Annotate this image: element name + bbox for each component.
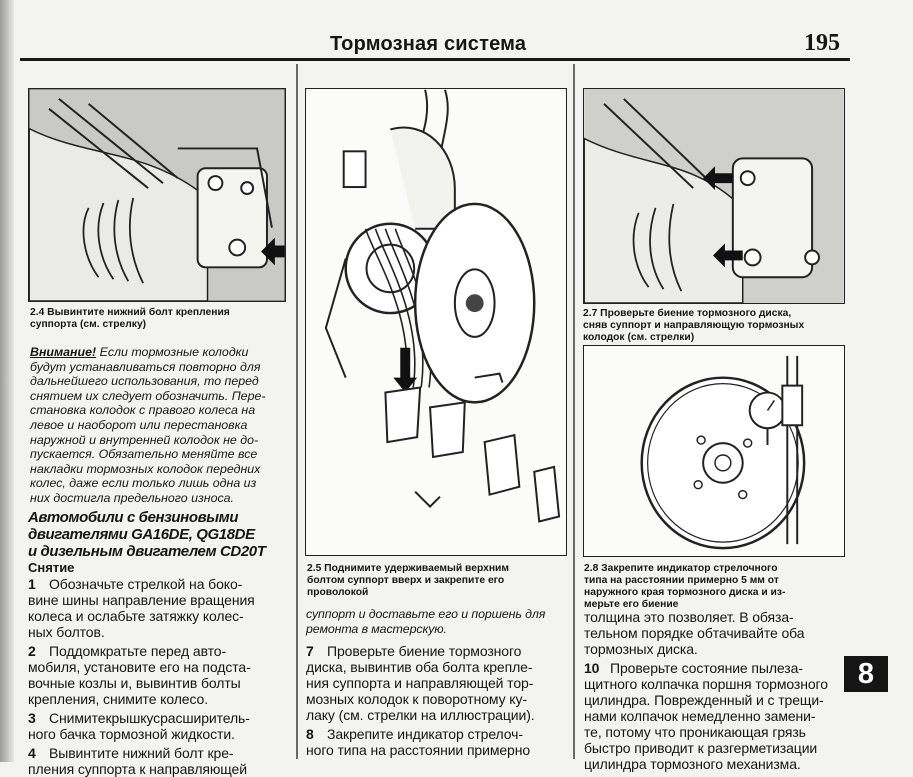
left-steps: 1 Обозначьте стрелкой на боко- вине шины …: [28, 576, 255, 777]
continuation-line: тельном порядке обтачивайте оба: [584, 625, 805, 641]
continuation-line: суппорт и доставьте его и поршень для: [306, 607, 546, 621]
step-text: Снимитекрышкусрасширитель-: [49, 710, 250, 726]
caption-line: типа на расстоянии примерно 5 мм от: [584, 575, 779, 586]
figure-2-8-caption: 2.8 Закрепите индикатор стрелочного типа…: [584, 563, 785, 611]
figure-2-5-caption: 2.5 Поднимите удерживаемый верхним болто…: [307, 563, 509, 599]
caption-line: болтом суппорт вверх и закрепите его: [307, 575, 505, 586]
caption-line: проволокой: [307, 587, 369, 598]
caption-line: суппорта (см. стрелку): [30, 319, 147, 330]
warning-line: колес, даже если только лишь одна из: [30, 476, 257, 491]
step-10: 10 Проверьте состояние пылеза-: [584, 660, 828, 676]
figure-2-8-illustration: [583, 345, 845, 557]
step-line: пления суппорта к направляющей: [28, 761, 247, 777]
continuation-line: тормозных диска.: [584, 641, 698, 657]
warning-line: снятием их следует обозначить. Пере-: [30, 388, 266, 403]
continuation-line: толщина это позволяет. В обяза-: [584, 609, 794, 625]
caption-line: сняв суппорт и направляющую тормозных: [583, 320, 805, 331]
step-line: диска, вывинтив оба болта крепле-: [306, 659, 533, 675]
warning-label: Внимание!: [30, 345, 97, 359]
step-line: ного типа на расстоянии примерно: [306, 742, 531, 758]
middle-text: суппорт и доставьте его и поршень для ре…: [306, 607, 545, 758]
step-8: 8 Закрепите индикатор стрелоч-: [306, 726, 545, 742]
page-number: 195: [804, 30, 840, 56]
step-text: Закрепите индикатор стрелоч-: [327, 726, 523, 742]
step-line: цилиндра тормозного механизма.: [584, 756, 801, 772]
step-number: 3: [28, 710, 36, 726]
heading-line: и дизельным двигателем CD20T: [28, 543, 266, 560]
step-number: 10: [584, 660, 600, 676]
continuation-line: ремонта в мастерскую.: [306, 622, 447, 636]
figure-2-4-illustration: [28, 88, 286, 302]
step-line: цилиндра. Поврежденный и с трещи-: [584, 692, 824, 708]
step-line: ния суппорта и направляющей тор-: [306, 675, 534, 691]
step-number: 7: [306, 643, 314, 659]
warning-text: Если тормозные колодки: [96, 345, 249, 359]
step-1: 1 Обозначьте стрелкой на боко-: [28, 576, 255, 592]
subheading-removal: Снятие: [28, 560, 75, 575]
step-line: вочные козлы и, вывинтив болты: [28, 675, 241, 691]
warning-line: пускается. Обязательно меняйте все: [30, 447, 258, 462]
step-line: ных болтов.: [28, 624, 105, 640]
caption-line: 2.4 Вывинтите нижний болт крепления: [30, 307, 230, 318]
step-text: Поддомкратьте перед авто-: [49, 643, 227, 659]
caption-line: наружного края тормозного диска и из-: [584, 587, 786, 598]
step-text: Обозначьте стрелкой на боко-: [49, 576, 243, 592]
step-number: 1: [28, 576, 36, 592]
step-line: щитного колпачка поршня тормозного: [584, 676, 828, 692]
warning-line: левое и наоборот или перестановка: [30, 417, 248, 432]
page-title: Тормозная система: [330, 33, 527, 55]
caption-line: 2.5 Поднимите удерживаемый верхним: [307, 563, 509, 574]
step-line: мобиля, установите его на подста-: [28, 659, 251, 675]
heading-line: Автомобили с бензиновыми: [28, 509, 239, 526]
caption-line: 2.7 Проверьте биение тормозного диска,: [583, 308, 792, 319]
chapter-tab: 8: [844, 656, 888, 692]
warning-line: дальнейшего использования, то перед: [30, 374, 259, 389]
header-rule: [20, 58, 850, 61]
step-text: Вывинтите нижний болт кре-: [49, 745, 234, 761]
section-heading: Автомобили с бензиновыми двигателями GA1…: [28, 509, 266, 560]
caption-line: 2.8 Закрепите индикатор стрелочного: [584, 563, 778, 574]
step-text: Проверьте состояние пылеза-: [610, 660, 803, 676]
step-line: лаку (см. стрелки на иллюстрации).: [306, 707, 535, 723]
step-text: Проверьте биение тормозного: [327, 643, 522, 659]
step-number: 8: [306, 726, 314, 742]
step-line: быстро приводит к разгерметизации: [584, 740, 818, 756]
step-line: вине шины направление вращения: [28, 592, 255, 608]
caption-line: мерьте его биение: [584, 599, 679, 610]
figure-2-7-caption: 2.7 Проверьте биение тормозного диска, с…: [583, 308, 804, 344]
warning-line: накладки тормозных колодок передних: [30, 461, 261, 476]
step-line: мозных колодок к поворотному ку-: [306, 691, 527, 707]
page-binding-shadow: [0, 0, 14, 762]
figure-2-4-caption: 2.4 Вывинтите нижний болт крепления супп…: [30, 307, 230, 331]
step-line: нами колпачок немедленно замени-: [584, 708, 816, 724]
figure-2-5-illustration: [305, 88, 567, 556]
step-line: колеса и ослабьте затяжку колес-: [28, 608, 244, 624]
warning-note: Внимание! Если тормозные колодки будут у…: [30, 345, 290, 506]
caption-line: колодок (см. стрелки): [583, 332, 695, 343]
step-number: 2: [28, 643, 36, 659]
warning-line: становка колодок с правого колеса на: [30, 403, 256, 418]
warning-line: них достигла предельного износа.: [30, 490, 234, 505]
warning-line: наружной и внутренней колодок не до-: [30, 432, 259, 447]
step-line: крепления, снимите колесо.: [28, 691, 209, 707]
step-2: 2 Поддомкратьте перед авто-: [28, 643, 255, 659]
step-line: ного бачка тормозной жидкости.: [28, 726, 235, 742]
column-divider-right: [573, 64, 575, 759]
column-divider-left: [296, 64, 298, 759]
step-number: 4: [28, 745, 36, 761]
step-7: 7 Проверьте биение тормозного: [306, 643, 545, 659]
figure-2-7-illustration: [583, 88, 845, 304]
step-3: 3 Снимитекрышкусрасширитель-: [28, 710, 255, 726]
right-text: толщина это позволяет. В обяза- тельном …: [584, 609, 828, 772]
step-4: 4 Вывинтите нижний болт кре-: [28, 745, 255, 761]
heading-line: двигателями GA16DE, QG18DE: [28, 526, 255, 543]
step-line: те, потому что проникающая грязь: [584, 724, 806, 740]
warning-line: будут устанавливаться повторно для: [30, 359, 261, 374]
